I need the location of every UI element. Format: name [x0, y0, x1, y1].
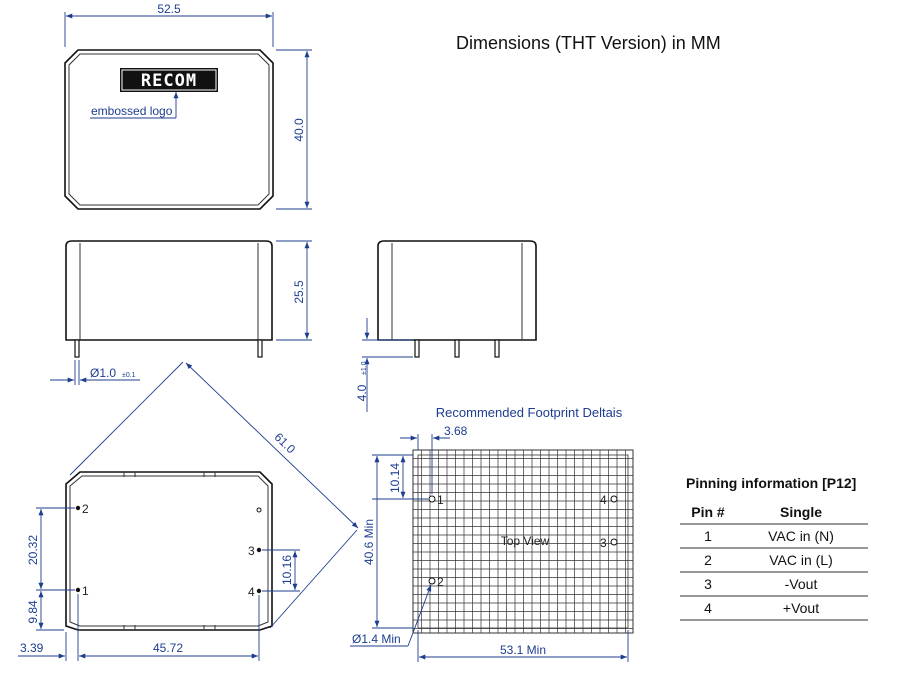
- pin-front-left: [74, 339, 80, 358]
- pinning-row-function: -Vout: [785, 576, 818, 592]
- footprint-grid-lines: [413, 450, 633, 633]
- side-view-outline: [377, 240, 537, 341]
- top-view-outline: [64, 49, 274, 210]
- pinning-row-pin: 4: [704, 600, 712, 616]
- bottom-pin-4: [256, 588, 262, 594]
- bottom-pin-label-2: 2: [82, 502, 89, 516]
- logo-caption: embossed logo: [91, 104, 173, 118]
- pin-side-3: [494, 339, 500, 358]
- pinning-row-pin: 1: [704, 528, 712, 544]
- dim-pin2-offset: 20.32: [26, 535, 40, 565]
- dim-pin-diameter: Ø1.0: [90, 366, 116, 380]
- fp-pin-3: [610, 538, 618, 546]
- dim-pin1-offset-x: 3.39: [20, 641, 44, 655]
- dim-diagonal: 61.0: [272, 430, 299, 457]
- fp-pin-label-2: 2: [437, 575, 444, 589]
- dim-fp-height: 40.6 Min: [362, 519, 376, 565]
- dim-pin-length: 4.0: [355, 384, 369, 401]
- dim-height-25-5: 25.5: [292, 280, 306, 304]
- recom-logo: [120, 68, 218, 92]
- front-view-outline: [65, 240, 273, 341]
- dim-pin34-spacing: 10.16: [280, 555, 294, 585]
- fp-pin-label-3: 3: [600, 536, 607, 550]
- dim-fp-width: 53.1 Min: [500, 643, 546, 657]
- fp-pin-4: [610, 495, 618, 503]
- bottom-pin-1: [75, 587, 81, 593]
- dim-pin1-offset-y: 9.84: [26, 600, 40, 624]
- dim-pin-spacing: 45.72: [153, 641, 183, 655]
- dim-pin-diameter-tol: ±0.1: [122, 372, 136, 379]
- bottom-view-outline: [65, 471, 273, 631]
- bottom-pin-label-3: 3: [248, 544, 255, 558]
- dim-fp-offset-y: 10.14: [388, 463, 402, 493]
- dim-pin-length-tol: ±1.0: [361, 361, 368, 375]
- pinning-row-pin: 3: [704, 576, 712, 592]
- footprint-view: Recommended Footprint Deltais Top View 1…: [350, 405, 634, 662]
- page-title: Dimensions (THT Version) in MM: [456, 33, 721, 53]
- fp-pin-label-1: 1: [437, 493, 444, 507]
- pinning-table-title: Pinning information [P12]: [686, 475, 856, 491]
- dim-width-52-5: 52.5: [157, 2, 181, 16]
- pinning-row-function: VAC in (L): [769, 552, 833, 568]
- fp-pin-1: [428, 495, 436, 503]
- dim-fp-hole: Ø1.4 Min: [352, 632, 401, 646]
- pin-front-right: [257, 339, 263, 358]
- footprint-view-label: Top View: [501, 534, 550, 548]
- footprint-grid: [412, 449, 634, 634]
- dim-height-40: 40.0: [292, 118, 306, 142]
- pin-side-1: [414, 339, 420, 358]
- front-side-view: 25.5 Ø1.0 ±0.1: [50, 240, 312, 385]
- pinning-row-pin: 2: [704, 552, 712, 568]
- bottom-pin-label-4: 4: [248, 585, 255, 599]
- pinning-row-function: +Vout: [783, 600, 819, 616]
- pinning-header-single: Single: [780, 504, 822, 520]
- top-view: RECOM embossed logo 52.5 40.0: [64, 2, 312, 210]
- bottom-pin-label-1: 1: [82, 584, 89, 598]
- footprint-title: Recommended Footprint Deltais: [436, 405, 623, 420]
- bottom-pin-2: [75, 505, 81, 511]
- pinning-row-function: VAC in (N): [768, 528, 834, 544]
- fp-pin-label-4: 4: [600, 493, 607, 507]
- right-side-view: 4.0 ±1.0: [355, 240, 537, 412]
- pin-side-2: [454, 339, 460, 358]
- fp-pin-2: [428, 577, 436, 585]
- bottom-view: 2 1 3 4 61.0 20.32 9.84 3.39 45.72 10.16: [18, 361, 359, 661]
- pinning-header-pin: Pin #: [691, 504, 725, 520]
- pinning-table: Pinning information [P12] Pin # Single 1…: [680, 475, 868, 621]
- dim-fp-offset-x: 3.68: [444, 424, 468, 438]
- logo-text: RECOM: [141, 71, 197, 91]
- bottom-pin-3: [256, 547, 262, 553]
